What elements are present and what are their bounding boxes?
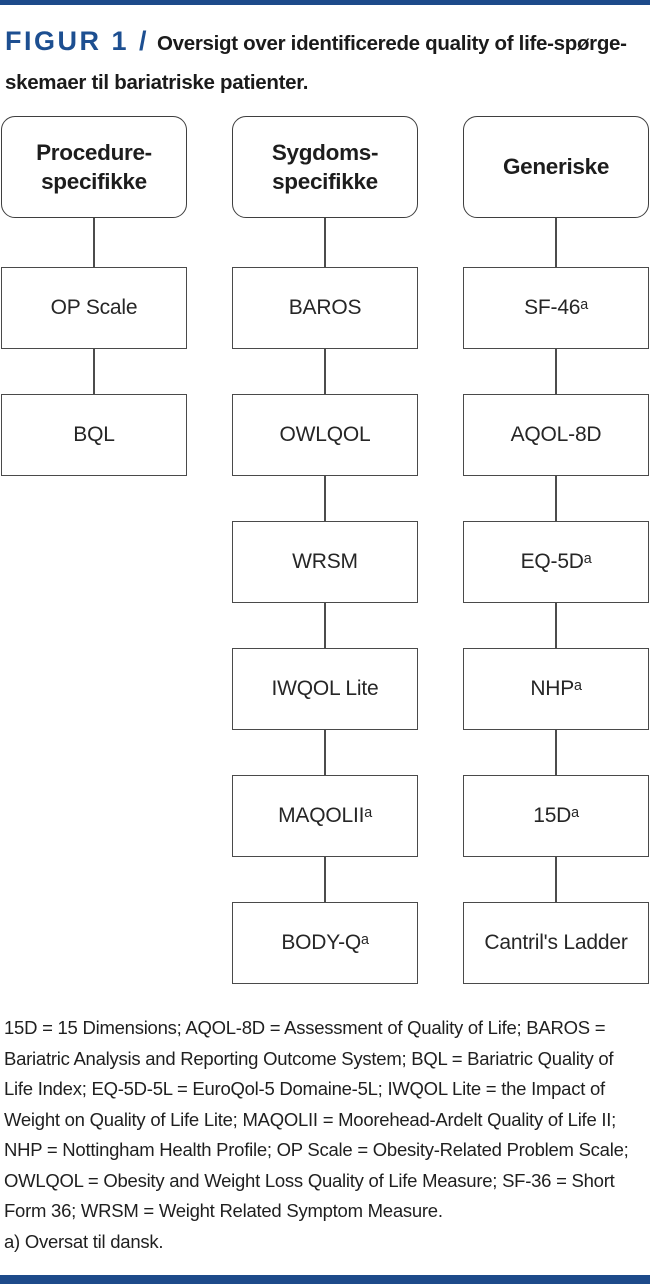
questionnaire-diagram: Procedure- specifikke OP Scale BQL Sygdo…: [0, 116, 650, 984]
header-sygdoms-specifikke: Sygdoms- specifikke: [232, 116, 418, 218]
connector-line: [93, 218, 95, 267]
figure-label: FIGUR 1 /: [5, 26, 150, 56]
connector-line: [555, 218, 557, 267]
box-owlqol: OWLQOL: [232, 394, 418, 476]
connector-line: [324, 730, 326, 775]
box-maqolii: MAQOLIIᵃ: [232, 775, 418, 857]
figure-title-line-1: FIGUR 1 / Oversigt over identificerede qu…: [5, 25, 644, 62]
box-nhp: NHPᵃ: [463, 648, 649, 730]
column-procedure-specific: Procedure- specifikke OP Scale BQL: [1, 116, 187, 984]
box-aqol-8d: AQOL-8D: [463, 394, 649, 476]
footnote-line: Form 36; WRSM = Weight Related Symptom M…: [4, 1200, 443, 1221]
connector-line: [555, 349, 557, 394]
connector-line: [324, 476, 326, 521]
box-iwqol-lite: IWQOL Lite: [232, 648, 418, 730]
box-baros: BAROS: [232, 267, 418, 349]
box-15d: 15Dᵃ: [463, 775, 649, 857]
box-body-q: BODY-Qᵃ: [232, 902, 418, 984]
header-procedure-specifikke: Procedure- specifikke: [1, 116, 187, 218]
connector-line: [555, 857, 557, 902]
footnote-line: NHP = Nottingham Health Profile; OP Scal…: [4, 1139, 629, 1160]
box-op-scale: OP Scale: [1, 267, 187, 349]
footnote-line-translation-note: a) Oversat til dansk.: [4, 1230, 164, 1252]
column-generic: Generiske SF-46ᵃ AQOL-8D EQ-5Dᵃ NHPᵃ 15D…: [463, 116, 649, 984]
footnote-line: 15D = 15 Dimensions; AQOL-8D = Assessmen…: [4, 1017, 606, 1038]
footnote-line: Weight on Quality of Life Lite; MAQOLII …: [4, 1108, 617, 1130]
figure-title-text-2: skemaer til bariatriske patienter.: [5, 71, 309, 94]
connector-line: [555, 476, 557, 521]
box-cantrils-ladder: Cantril's Ladder: [463, 902, 649, 984]
top-accent-bar: [0, 0, 650, 5]
connector-line: [555, 603, 557, 648]
header-generiske: Generiske: [463, 116, 649, 218]
connector-line: [324, 218, 326, 267]
connector-line: [324, 603, 326, 648]
column-disease-specific: Sygdoms- specifikke BAROS OWLQOL WRSM IW…: [232, 116, 418, 984]
box-eq-5d: EQ-5Dᵃ: [463, 521, 649, 603]
footnote-line: Bariatric Analysis and Reporting Outcome…: [4, 1047, 614, 1069]
connector-line: [93, 349, 95, 394]
figure-title-block: FIGUR 1 / Oversigt over identificerede qu…: [5, 25, 644, 101]
box-bql: BQL: [1, 394, 187, 476]
figure-title-text-1: Oversigt over identificerede quality of …: [157, 32, 627, 55]
connector-line: [555, 730, 557, 775]
abbreviation-footnote: 15D = 15 Dimensions; AQOL-8D = Assessmen…: [4, 1013, 644, 1257]
box-sf-46: SF-46ᵃ: [463, 267, 649, 349]
connector-line: [324, 857, 326, 902]
box-wrsm: WRSM: [232, 521, 418, 603]
footnote-line: Life Index; EQ-5D-5L = EuroQol-5 Domaine…: [4, 1078, 605, 1099]
footnote-line: OWLQOL = Obesity and Weight Loss Quality…: [4, 1169, 615, 1191]
figure-title-line-2: skemaer til bariatriske patienter.: [5, 66, 644, 101]
connector-line: [324, 349, 326, 394]
bottom-accent-bar: [0, 1275, 650, 1284]
